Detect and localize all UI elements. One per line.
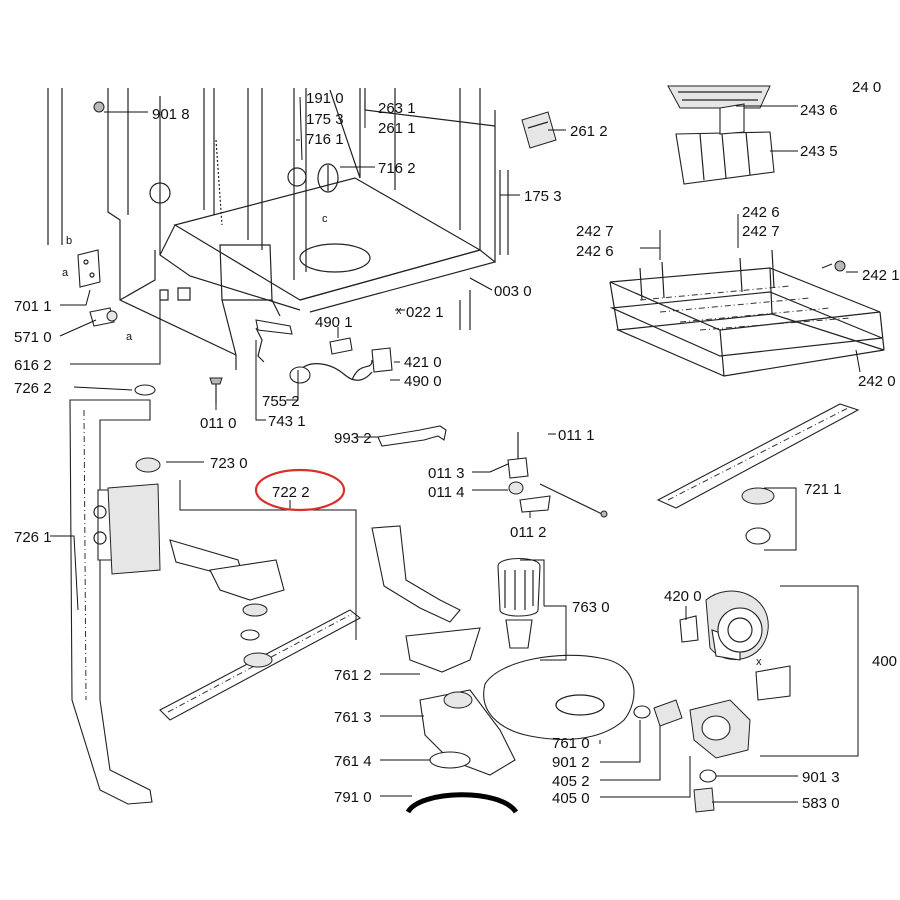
label-405-0: 405 0 [552, 790, 590, 807]
label-400: 400 [872, 653, 897, 670]
label-723-0: 723 0 [210, 455, 248, 472]
leader-lines [50, 96, 861, 803]
seal-761-4 [429, 751, 471, 769]
letter-a-2: a [126, 331, 133, 343]
gasket-726-2 [134, 384, 156, 396]
letter-x-1: x [396, 305, 402, 317]
label-261-1: 261 1 [378, 120, 416, 137]
label-716-2: 716 2 [378, 160, 416, 177]
label-755-2: 755 2 [262, 393, 300, 410]
label-243-5: 243 5 [800, 143, 838, 160]
label-011-4: 011 4 [428, 484, 464, 501]
manifold-assembly [107, 483, 285, 641]
sensor-490-1 [329, 337, 353, 355]
label-242-7-left: 242 7 [576, 223, 614, 240]
bracket-261-2 [521, 111, 557, 149]
label-top-cut: 24 0 [852, 79, 881, 96]
label-175-3-top: 175 3 [306, 111, 344, 128]
gasket-791-0 [405, 792, 519, 814]
label-011-3: 011 3 [428, 465, 464, 482]
label-716-1: 716 1 [306, 131, 344, 148]
label-721-1: 721 1 [804, 481, 842, 498]
label-761-4: 761 4 [334, 753, 372, 770]
sump-plate-761-0 [483, 654, 635, 740]
label-191-0: 191 0 [306, 90, 344, 107]
label-791-0: 791 0 [334, 789, 372, 806]
upper-spray-arm-721-1 [656, 403, 860, 545]
label-571-0: 571 0 [14, 329, 52, 346]
tub-frame [47, 88, 509, 370]
hose-405-2 [653, 699, 683, 727]
cable-490-0 [289, 363, 373, 384]
label-420-0: 420 0 [664, 588, 702, 605]
hook-755-2 [255, 327, 265, 363]
label-490-0: 490 0 [404, 373, 442, 390]
label-242-0: 242 0 [858, 373, 896, 390]
label-583-0: 583 0 [802, 795, 840, 812]
clamp-901-3 [699, 769, 717, 783]
label-242-6-right: 242 6 [742, 204, 780, 221]
screw-901-8 [93, 101, 105, 113]
clamp-901-2 [633, 705, 651, 719]
label-726-2: 726 2 [14, 380, 52, 397]
label-901-2: 901 2 [552, 754, 590, 771]
label-242-6-left: 242 6 [576, 243, 614, 260]
water-inlet-761-2 [371, 525, 481, 673]
label-490-1: 490 1 [315, 314, 353, 331]
sensor-421-0 [351, 347, 393, 381]
label-901-3: 901 3 [802, 769, 840, 786]
label-901-8: 901 8 [152, 106, 190, 123]
label-763-0: 763 0 [572, 599, 610, 616]
label-011-1: 011 1 [558, 427, 594, 444]
letter-c: c [322, 213, 328, 225]
filter-763-0 [497, 557, 541, 649]
label-011-0: 011 0 [200, 415, 236, 432]
lower-spray-arm-722-2 [159, 609, 361, 721]
label-993-2: 993 2 [334, 430, 372, 447]
label-261-2: 261 2 [570, 123, 608, 140]
screw-011-0 [209, 377, 223, 404]
label-022-1: 022 1 [406, 304, 444, 321]
label-405-2: 405 2 [552, 773, 590, 790]
label-761-2: 761 2 [334, 667, 372, 684]
label-421-0: 421 0 [404, 354, 442, 371]
label-243-6: 243 6 [800, 102, 838, 119]
pivot-571-0 [89, 307, 118, 327]
label-743-1: 743 1 [268, 413, 306, 430]
clip-242-1 [821, 260, 846, 272]
label-003-0: 003 0 [494, 283, 532, 300]
label-761-0: 761 0 [552, 735, 590, 752]
hinge-701-1 [77, 249, 101, 288]
label-175-3-right: 175 3 [524, 188, 562, 205]
support-723-0 [135, 457, 161, 473]
part-labels: 901 8 191 0 175 3 716 1 716 2 263 1 261 … [14, 79, 900, 812]
arm-bracket-011-1 [507, 432, 608, 518]
label-011-2: 011 2 [510, 524, 546, 541]
label-761-3: 761 3 [334, 709, 372, 726]
label-263-1: 263 1 [378, 100, 416, 117]
wrench-993-2 [377, 425, 447, 447]
cutlery-basket-243-5 [675, 103, 775, 185]
clip-743-1 [255, 319, 293, 335]
label-726-1: 726 1 [14, 529, 52, 546]
label-701-1: 701 1 [14, 298, 52, 315]
letter-a-1: a [62, 267, 69, 279]
label-722-2: 722 2 [272, 484, 310, 501]
highlight-circle [254, 468, 346, 512]
letter-x-2: x [756, 656, 762, 668]
label-616-2: 616 2 [14, 357, 52, 374]
lower-basket-242-0 [609, 249, 885, 377]
label-242-7-right: 242 7 [742, 223, 780, 240]
cutlery-tray-243-6 [667, 85, 771, 109]
label-242-1: 242 1 [862, 267, 900, 284]
letter-b: b [66, 235, 72, 247]
valve-583-0 [693, 787, 715, 813]
pump-motor-400 [679, 590, 791, 759]
